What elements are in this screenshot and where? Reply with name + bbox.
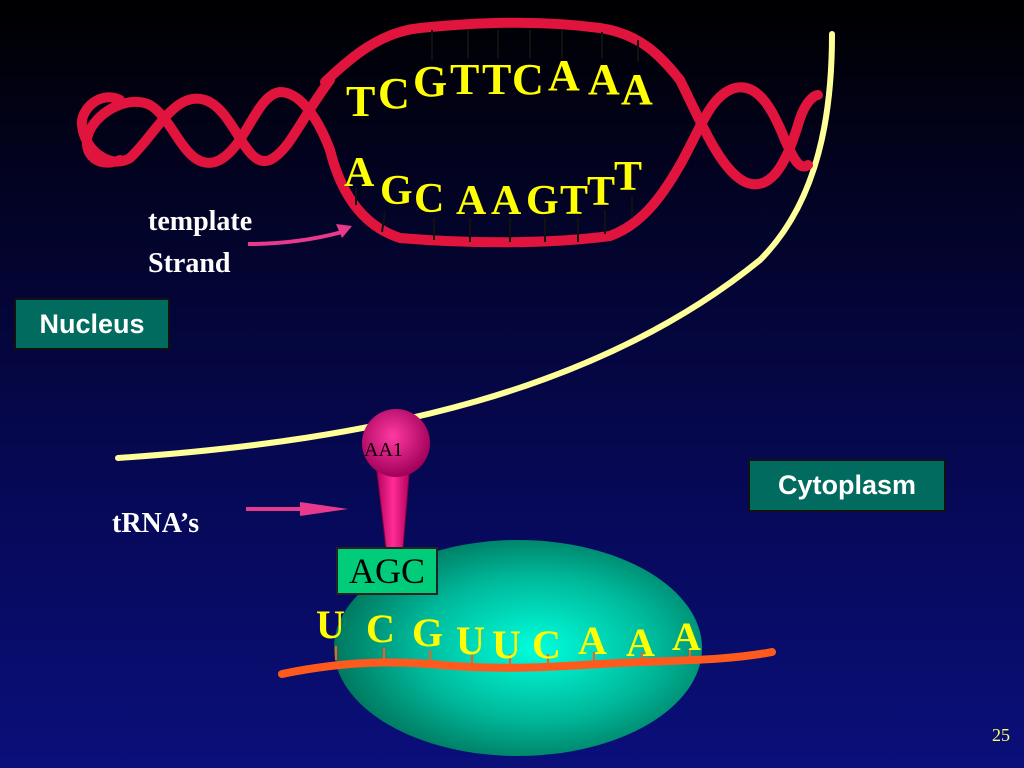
mrna-strand bbox=[278, 648, 776, 678]
nuclear-membrane bbox=[115, 31, 835, 461]
coding-base: T bbox=[450, 55, 479, 104]
trna-label: tRNA’s bbox=[112, 508, 199, 539]
cytoplasm-label: Cytoplasm bbox=[748, 459, 946, 512]
coding-base: C bbox=[512, 55, 544, 104]
mrna-base: A bbox=[672, 614, 701, 659]
mrna-base: A bbox=[578, 618, 607, 663]
mrna-base: C bbox=[532, 622, 561, 667]
trna-arrow-icon bbox=[246, 502, 348, 516]
coding-base: C bbox=[378, 69, 410, 118]
dna-left-helix bbox=[76, 75, 335, 168]
coding-base: A bbox=[548, 51, 580, 100]
coding-base: T bbox=[346, 77, 375, 126]
template-base: T bbox=[587, 169, 615, 215]
amino-acid-label: AA1 bbox=[364, 439, 403, 461]
dna-bubble bbox=[320, 17, 685, 248]
template-base: G bbox=[526, 178, 559, 224]
template-base: C bbox=[414, 176, 444, 222]
template-arrow-icon bbox=[247, 224, 352, 246]
mrna-base: U bbox=[456, 618, 485, 663]
template-base: G bbox=[380, 168, 413, 214]
slide-number: 25 bbox=[992, 725, 1010, 745]
template-base: T bbox=[614, 154, 642, 200]
mrna-bases: U C G U U C A A A bbox=[316, 602, 701, 667]
mrna-base: U bbox=[492, 622, 521, 667]
template-base: A bbox=[491, 178, 522, 224]
mrna-base-ticks bbox=[335, 646, 691, 668]
template-base: A bbox=[344, 150, 375, 196]
coding-base: G bbox=[413, 57, 447, 106]
coding-base-ticks bbox=[431, 30, 639, 62]
template-strand-label-line2: Strand bbox=[148, 248, 231, 279]
mrna-base: G bbox=[412, 610, 443, 655]
amino-acid-ball bbox=[362, 409, 430, 477]
coding-bases: T C G T T C A A A bbox=[346, 51, 653, 126]
template-base: T bbox=[560, 178, 588, 224]
coding-strand bbox=[320, 17, 685, 87]
anticodon-label: AGC bbox=[336, 547, 438, 595]
coding-base: T bbox=[482, 55, 511, 104]
dna-right-helix bbox=[675, 75, 823, 190]
template-strand-label-line1: template bbox=[148, 206, 252, 237]
template-base-ticks bbox=[355, 188, 633, 242]
coding-base: A bbox=[588, 55, 620, 104]
template-bases: A G C A A G T T T bbox=[344, 150, 642, 224]
mrna-base: U bbox=[316, 602, 345, 647]
mrna-base: A bbox=[626, 620, 655, 665]
nucleus-label: Nucleus bbox=[14, 298, 170, 350]
coding-base: A bbox=[621, 65, 653, 114]
template-strand bbox=[325, 145, 685, 248]
mrna-base: C bbox=[366, 606, 395, 651]
template-base: A bbox=[456, 178, 487, 224]
